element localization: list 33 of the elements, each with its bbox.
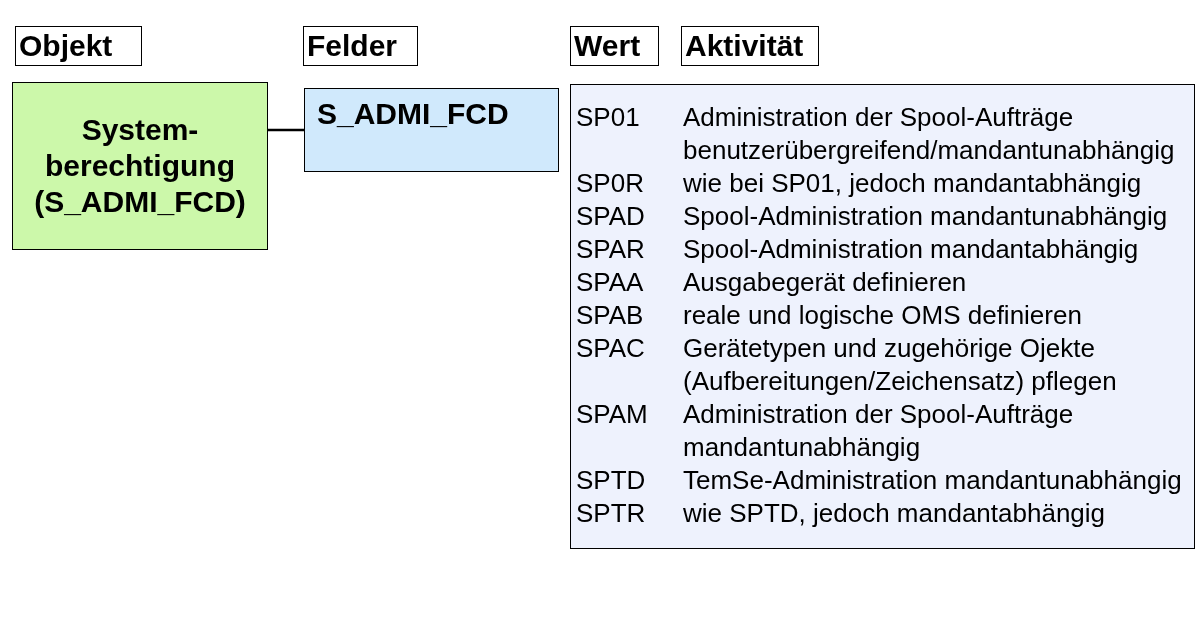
connector-line	[268, 128, 304, 132]
activity-text: Spool-Administration mandantunabhängig	[683, 200, 1168, 233]
header-box	[570, 26, 659, 66]
activity-text: TemSe-Administration mandantunabhängig	[683, 464, 1182, 497]
header-label: Objekt	[19, 28, 113, 64]
activity-text: Spool-Administration mandantabhängig	[683, 233, 1139, 266]
value-code: SPTD	[576, 464, 646, 497]
activity-text: Gerätetypen und zugehörige Ojekte (Aufbereitungen/Zeichensatz) pflegen	[683, 332, 1118, 398]
field-box	[304, 88, 559, 172]
activity-text: reale und logische OMS definieren	[683, 299, 1082, 332]
object-label: System- berechtigung (S_ADMI_FCD)	[33, 112, 247, 220]
value-code: SPAR	[576, 233, 645, 266]
value-list-box	[570, 84, 1195, 549]
activity-text: Administration der Spool-Aufträge mandantunabhängig	[683, 398, 1075, 464]
header-label: Wert	[574, 28, 641, 64]
header-box	[15, 26, 142, 66]
header-label: Aktivität	[685, 28, 804, 64]
header-box	[681, 26, 819, 66]
field-label: S_ADMI_FCD	[317, 96, 509, 132]
activity-text: wie SPTD, jedoch mandantabhängig	[683, 497, 1106, 530]
value-code: SP01	[576, 101, 640, 134]
value-code: SP0R	[576, 167, 644, 200]
value-code: SPTR	[576, 497, 646, 530]
header-box	[303, 26, 418, 66]
value-code: SPAB	[576, 299, 644, 332]
activity-text: Ausgabegerät definieren	[683, 266, 967, 299]
object-box	[12, 82, 268, 250]
value-code: SPAA	[576, 266, 644, 299]
value-code: SPAD	[576, 200, 645, 233]
value-code: SPAM	[576, 398, 648, 431]
header-label: Felder	[307, 28, 398, 64]
value-code: SPAC	[576, 332, 645, 365]
activity-text: wie bei SP01, jedoch mandantabhängig	[683, 167, 1142, 200]
